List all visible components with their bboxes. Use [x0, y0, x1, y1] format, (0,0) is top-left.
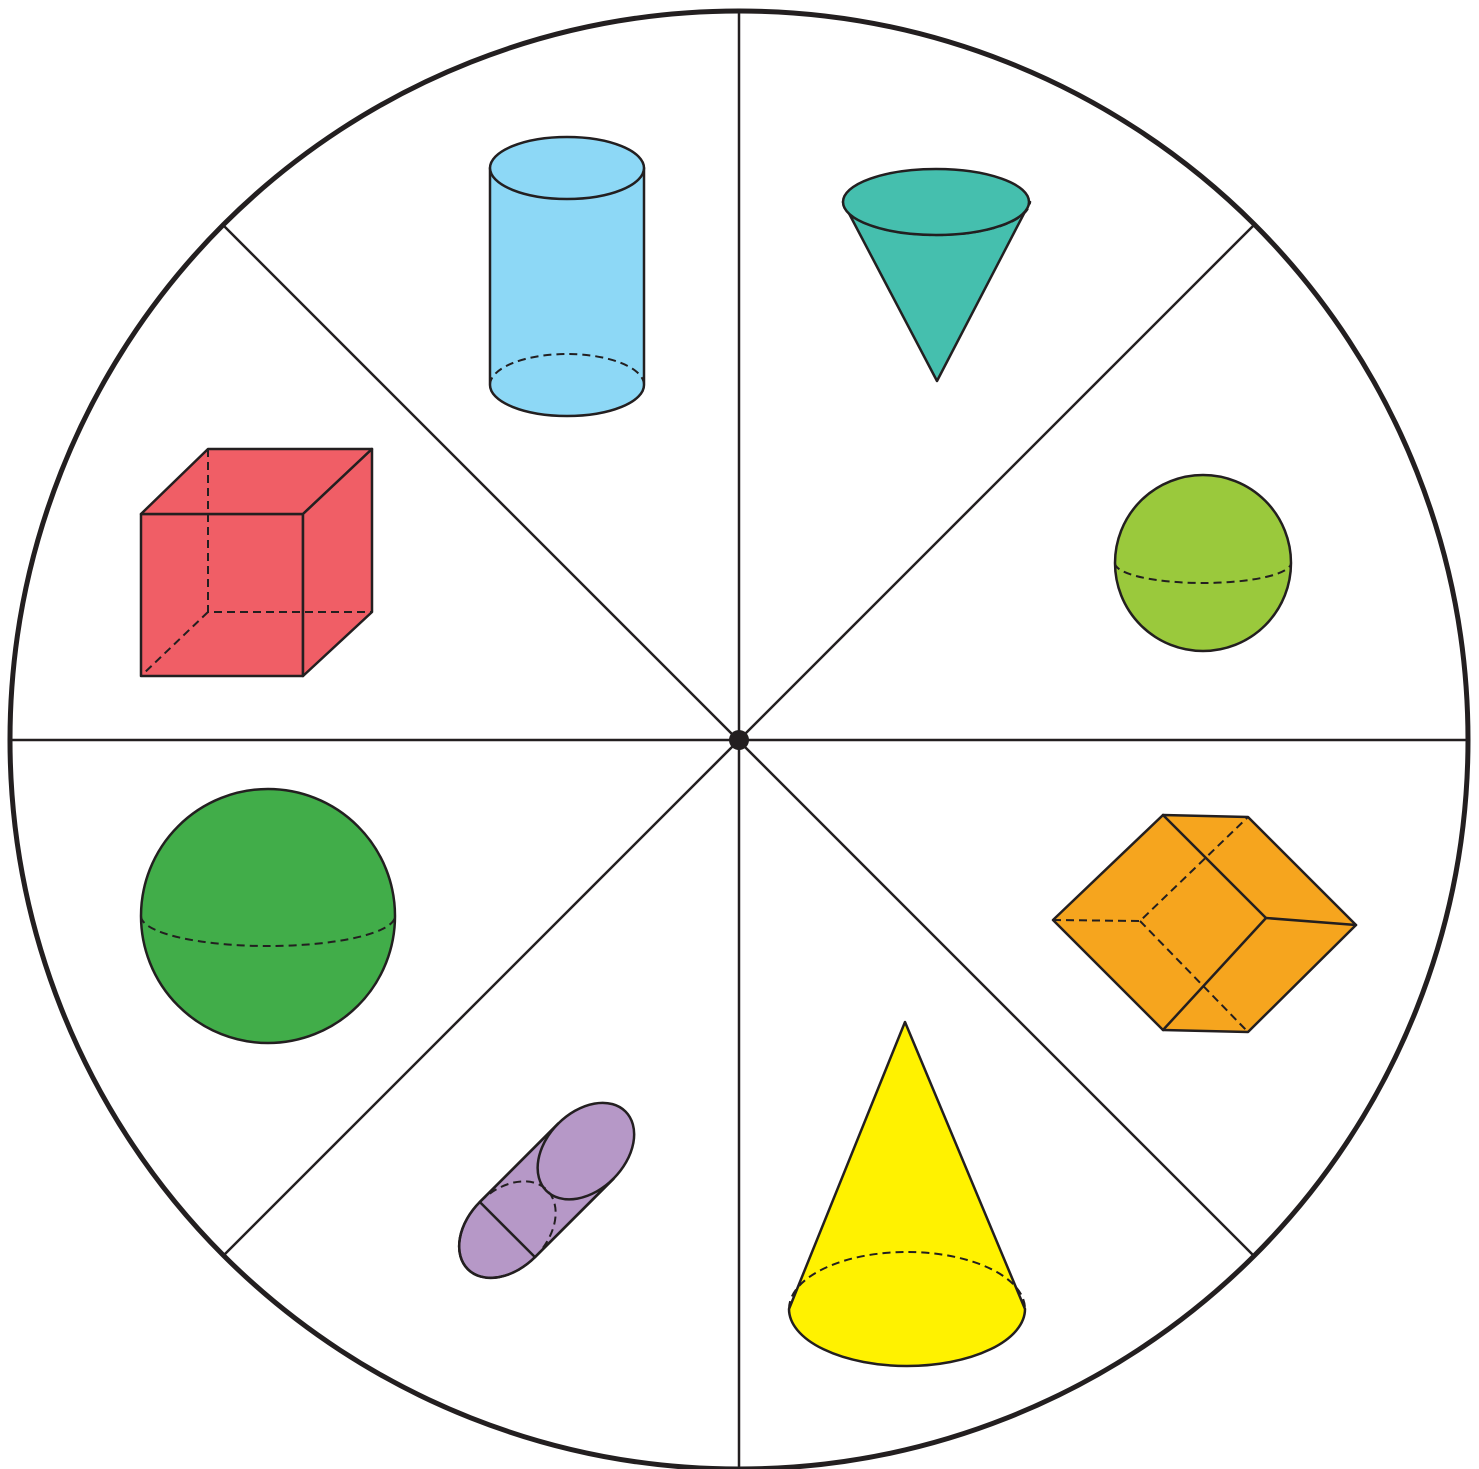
small-sphere-shape	[1115, 475, 1291, 651]
cylinder-body	[490, 168, 644, 416]
cylinder-shape	[490, 137, 644, 416]
large-sphere-body	[141, 789, 395, 1043]
cube-shape	[141, 449, 372, 676]
spinner-center-pin[interactable]	[729, 730, 749, 750]
cylinder-top	[490, 137, 644, 199]
large-sphere-shape	[141, 789, 395, 1043]
small-sphere-body	[1115, 475, 1291, 651]
